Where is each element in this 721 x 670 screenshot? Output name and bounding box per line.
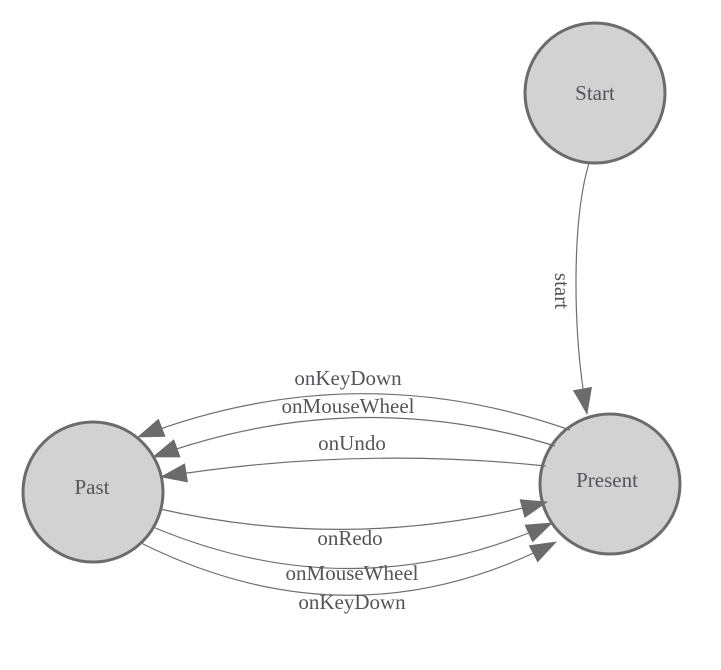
edge-present-to-past-onkeydown <box>136 393 571 438</box>
edge-present-to-past-onundo <box>159 457 547 483</box>
node-present-label: Present <box>576 468 638 492</box>
edge-past-to-present-onkeydown <box>140 541 557 596</box>
node-past-circle <box>21 420 165 564</box>
node-present-circle <box>538 412 682 556</box>
edge-label-onundo: onUndo <box>318 431 386 455</box>
edge-past-to-present-onredo <box>159 499 549 530</box>
edge-start-to-present <box>572 162 593 416</box>
node-start-label: Start <box>575 81 615 105</box>
edge-label-onredo: onRedo <box>317 526 382 550</box>
edge-label-onkeydown-bottom: onKeyDown <box>298 590 406 614</box>
edge-label-onmousewheel-bottom: onMouseWheel <box>286 561 419 585</box>
edge-present-to-past-onmousewheel <box>151 416 556 458</box>
edge-label-onmousewheel-top: onMouseWheel <box>282 394 415 418</box>
node-start-circle <box>523 21 667 165</box>
edge-label-start: start <box>550 273 574 309</box>
edge-past-to-present-onmousewheel <box>152 522 553 570</box>
edge-label-onkeydown-top: onKeyDown <box>294 366 402 390</box>
node-past-label: Past <box>74 475 109 499</box>
